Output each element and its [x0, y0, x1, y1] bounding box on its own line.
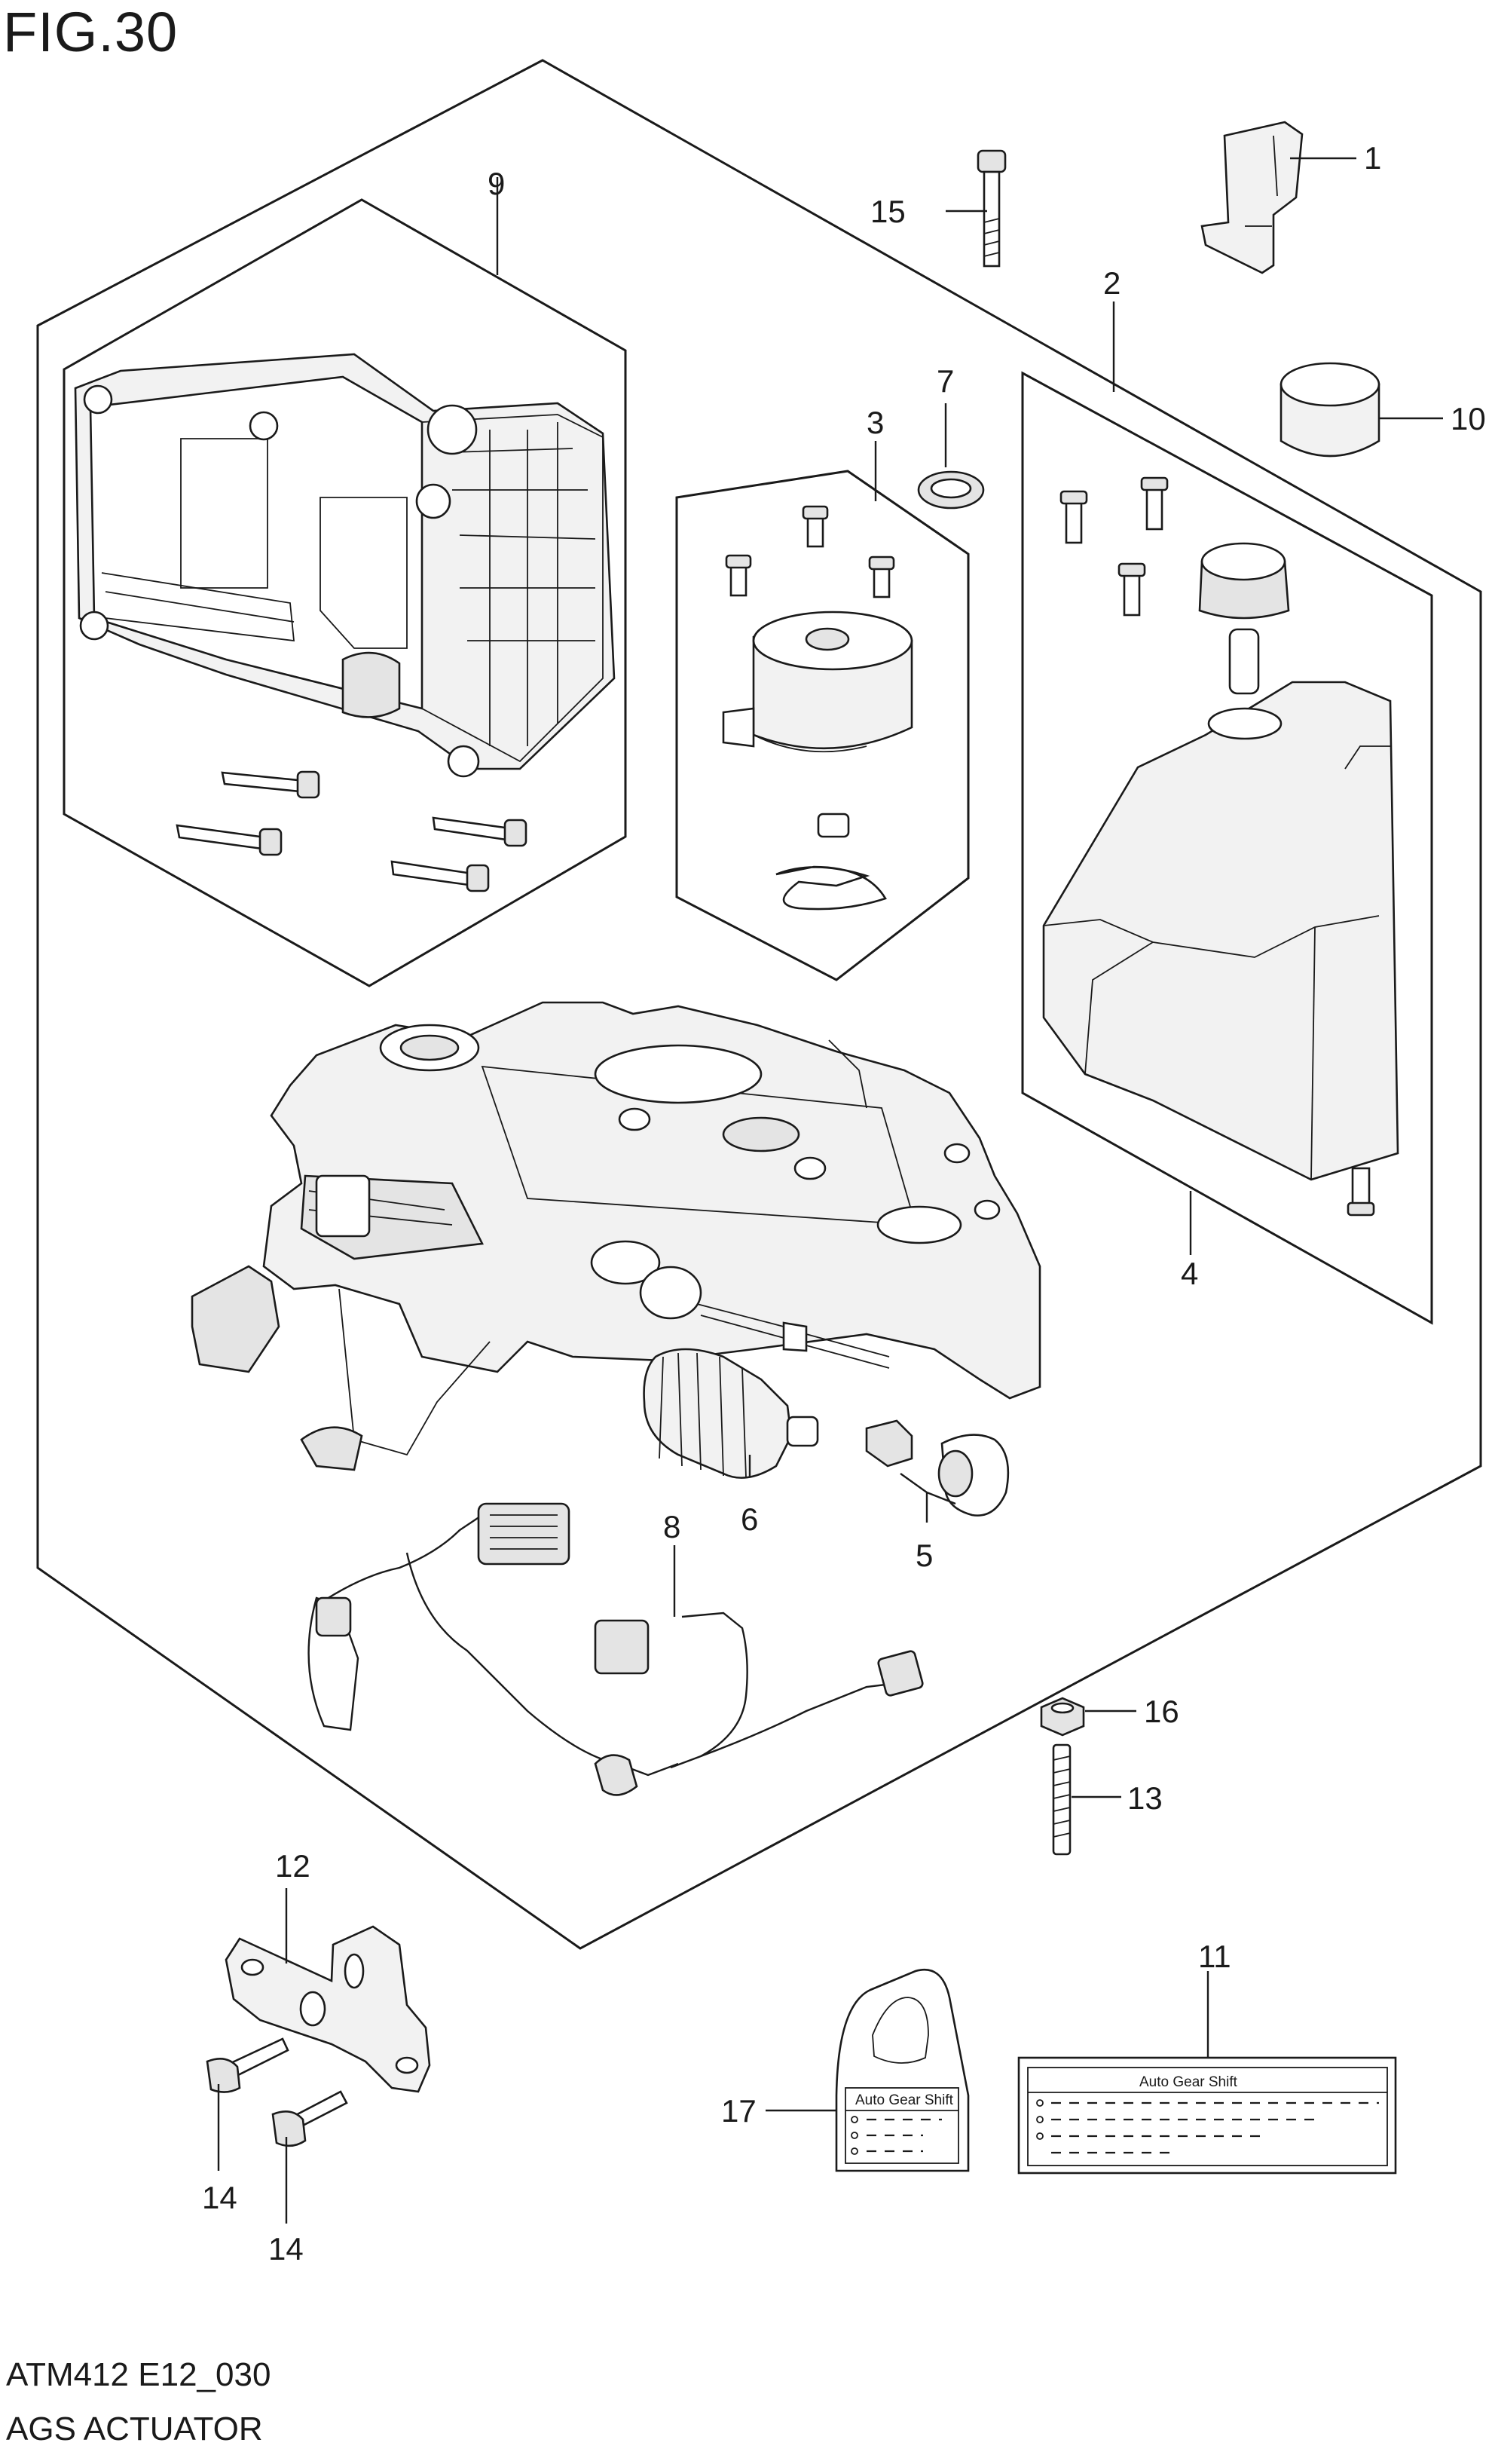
bolt-part-14-lower [271, 2090, 348, 2147]
bolt-part-14-upper [206, 2037, 289, 2093]
label-11-heading: Auto Gear Shift [1139, 2074, 1238, 2090]
stud-part-13 [1052, 1743, 1072, 1856]
wiring-harness-part [307, 1502, 924, 1796]
reservoir-tank-part [1042, 542, 1399, 1217]
hang-tag-part-17: Auto Gear Shift [835, 1968, 970, 2172]
callout-16: 16 [1144, 1694, 1179, 1729]
callout-7: 7 [937, 363, 954, 399]
nut-part-16 [1040, 1697, 1085, 1737]
callout-9: 9 [488, 166, 505, 201]
assembly-outline-frame [36, 59, 1482, 1950]
ecu-housing-part [74, 353, 616, 778]
drawing-code: ATM412 E12_030 [6, 2356, 271, 2393]
tank-screws [1059, 476, 1169, 617]
callout-3: 3 [867, 405, 884, 440]
callout-11: 11 [1198, 1939, 1231, 1974]
plate-part-12 [225, 1925, 431, 2093]
callout-10: 10 [1451, 401, 1486, 436]
callout-5: 5 [916, 1538, 933, 1573]
cap-part-10 [1280, 362, 1380, 458]
callout-8: 8 [663, 1509, 680, 1544]
ecu-subassembly-frame [63, 198, 627, 987]
callout-15: 15 [870, 194, 906, 229]
tag-17-heading: Auto Gear Shift [855, 2092, 954, 2108]
callout-12: 12 [275, 1848, 310, 1884]
callout-14-upper: 14 [202, 2180, 237, 2215]
motor-part [722, 611, 913, 911]
bracket-part-1 [1200, 121, 1304, 274]
tank-subassembly-frame [1021, 371, 1433, 1325]
motor-subassembly-frame [675, 470, 970, 981]
motor-screws [725, 505, 895, 598]
callout-6: 6 [741, 1501, 758, 1537]
drawing-name: AGS ACTUATOR [6, 2410, 263, 2447]
fitting-part-5 [865, 1419, 1010, 1517]
leader-lines [217, 157, 1443, 2224]
callout-1: 1 [1364, 140, 1381, 176]
actuator-body-part [191, 1001, 1041, 1471]
figure-title: FIG.30 [3, 1, 179, 63]
callout-17: 17 [721, 2093, 757, 2129]
boot-part-6 [643, 1348, 819, 1479]
callout-14-lower: 14 [268, 2231, 304, 2267]
callout-4: 4 [1181, 1256, 1198, 1291]
callout-2: 2 [1103, 265, 1121, 301]
bolt-part-15 [977, 149, 1007, 268]
label-part-11: Auto Gear Shift [1017, 2056, 1397, 2175]
ecu-screws [176, 770, 527, 892]
callout-13: 13 [1127, 1780, 1163, 1816]
